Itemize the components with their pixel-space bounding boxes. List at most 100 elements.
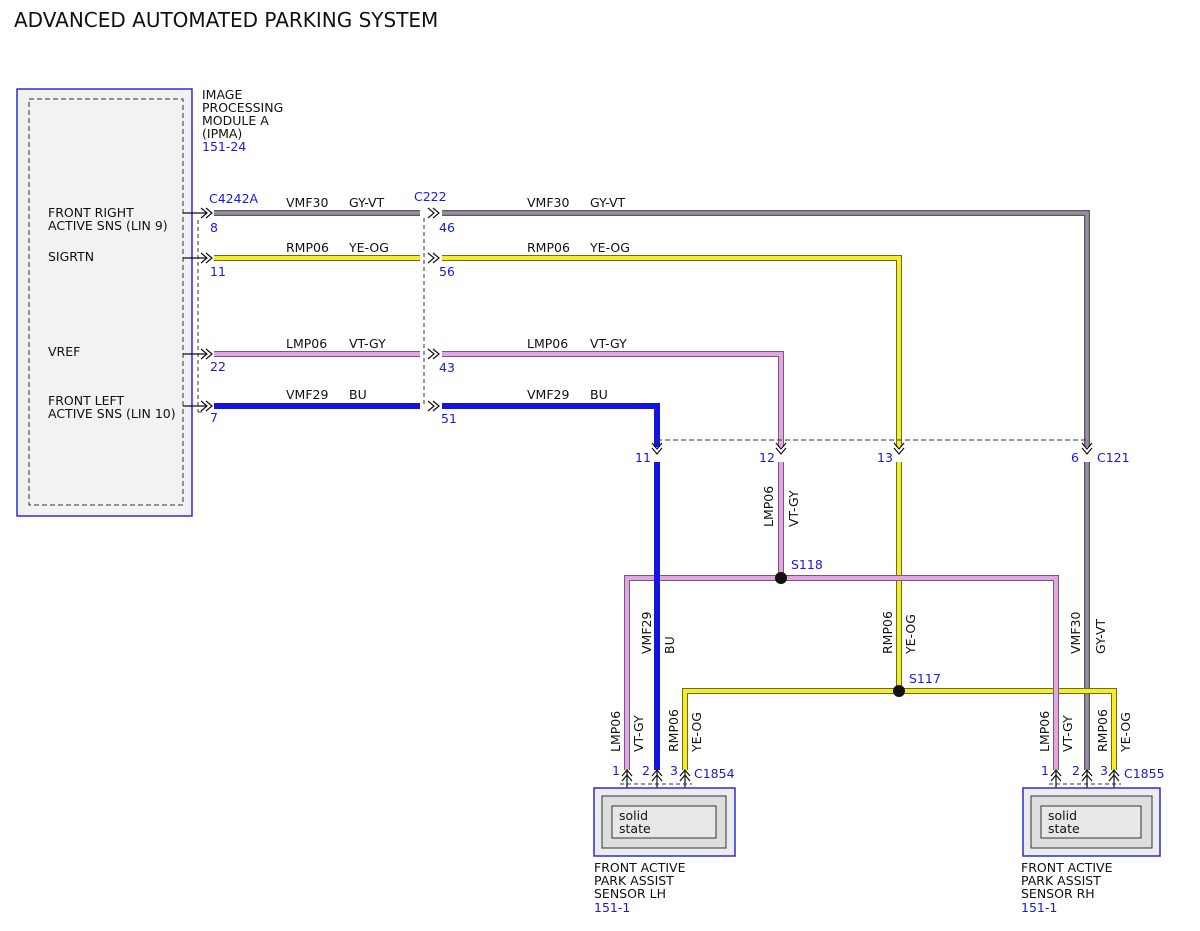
wire-labels-horizontal: VMF30 GY-VT VMF30 GY-VT RMP06 YE-OG RMP0… [286,195,630,402]
vlabel-rh-vt-gy: VT-GY [1060,715,1075,752]
c4242a-pin-22: 22 [210,359,226,374]
sensor-lh-inner-line-2: state [619,821,651,836]
module-name-line-2: PROCESSING [202,100,283,115]
c222-pin-43: 43 [439,360,455,375]
sensor-lh-name-3: SENSOR LH [594,886,666,901]
sensor-rh-name-1: FRONT ACTIVE [1021,860,1113,875]
connector-c121-label: C121 [1097,450,1130,465]
wire-lmp06-vt-gy [214,351,1059,770]
vlabel-rh-lmp06: LMP06 [1037,711,1052,752]
sensor-rh: 1 2 3 C1855 solid state FRONT ACTIVE PAR… [1021,763,1165,915]
sensor-lh-inner-line-1: solid [619,808,648,823]
c121-pin-6: 6 [1071,450,1079,465]
wire-vmf30-gy-vt [214,210,1090,770]
pin-label-vref: VREF [48,344,80,359]
c222-pin-56: 56 [439,264,455,279]
pin-label-front-right-1: FRONT RIGHT [48,205,134,220]
wire-label-vmf29-a: VMF29 [286,387,328,402]
vlabel-vt-gy-upper: VT-GY [786,490,801,527]
splice-s117-dot [893,685,905,697]
vlabel-rh-rmp06: RMP06 [1095,709,1110,752]
sensor-lh-element [611,805,717,839]
pin-label-front-right-2: ACTIVE SNS (LIN 9) [48,218,168,233]
wire-label-vt-gy-a: VT-GY [349,336,386,351]
wire-label-bu-a: BU [349,387,367,402]
module-name-line-3: MODULE A [202,113,269,128]
c1854-pin-1: 1 [612,763,620,778]
c121-pin-11: 11 [635,450,651,465]
vlabel-vmf30: VMF30 [1068,612,1083,654]
connector-c121: 11 12 13 6 C121 [635,439,1130,465]
wire-label-lmp06-a: LMP06 [286,336,327,351]
module-ref[interactable]: 151-24 [202,139,246,154]
wire-label-vt-gy-b: VT-GY [590,336,627,351]
vlabel-ye-og-mid: YE-OG [903,614,918,655]
splice-s118-dot [775,572,787,584]
splices: S118 S117 [775,557,941,697]
module-name-line-4: (IPMA) [202,126,242,141]
c4242a-pin-7: 7 [210,410,218,425]
pin-label-front-left-2: ACTIVE SNS (LIN 10) [48,406,176,421]
c1855-pin-2: 2 [1072,763,1080,778]
wire-labels-vertical: LMP06 VT-GY VMF29 BU RMP06 YE-OG VMF30 G… [608,486,1133,753]
sensor-rh-element [1040,805,1142,839]
wire-label-vmf30-b: VMF30 [527,195,569,210]
sensor-rh-name-2: PARK ASSIST [1021,873,1101,888]
connector-c4242a: C4242A 8 11 22 7 [197,191,259,425]
connector-c4242a-label: C4242A [209,191,259,206]
vlabel-lmp06-upper: LMP06 [761,486,776,527]
connector-c1854-label: C1854 [694,766,735,781]
sensor-rh-inner-line-2: state [1048,821,1080,836]
wire-label-ye-og-a: YE-OG [348,240,389,255]
vlabel-lh-lmp06: LMP06 [608,711,623,752]
sensor-rh-inner-line-1: solid [1048,808,1077,823]
c4242a-pin-8: 8 [210,220,218,235]
vlabel-rh-ye-og: YE-OG [1118,712,1133,753]
diagram-title: ADVANCED AUTOMATED PARKING SYSTEM [14,8,438,32]
wire-label-ye-og-b: YE-OG [589,240,630,255]
sensor-lh-name-2: PARK ASSIST [594,873,674,888]
c4242a-pin-11: 11 [210,264,226,279]
c1855-pin-3: 3 [1100,763,1108,778]
connector-c222-label: C222 [414,189,447,204]
sensor-rh-ref[interactable]: 151-1 [1021,900,1057,915]
c1854-pin-2: 2 [642,763,650,778]
sensor-lh-ref[interactable]: 151-1 [594,900,630,915]
wire-label-vmf29-b: VMF29 [527,387,569,402]
vlabel-bu: BU [662,636,677,654]
wire-label-gy-vt-a: GY-VT [349,195,385,210]
c121-pin-13: 13 [877,450,893,465]
wire-label-rmp06-b: RMP06 [527,240,570,255]
wire-label-lmp06-b: LMP06 [527,336,568,351]
c1854-pin-3: 3 [670,763,678,778]
wire-label-bu-b: BU [590,387,608,402]
module-name-line-1: IMAGE [202,87,242,102]
c1855-pin-1: 1 [1041,763,1049,778]
vlabel-lh-ye-og: YE-OG [689,712,704,753]
wire-vmf29-bu [214,403,660,770]
c222-pin-51: 51 [441,411,457,426]
ipma-module: IMAGE PROCESSING MODULE A (IPMA) 151-24 … [16,87,283,517]
pin-label-sigrtn: SIGRTN [48,249,94,264]
vlabel-vmf29: VMF29 [639,612,654,654]
connector-c1855-label: C1855 [1124,766,1165,781]
c121-pin-12: 12 [759,450,775,465]
wire-label-rmp06-a: RMP06 [286,240,329,255]
wire-rmp06-ye-og [214,255,1117,770]
module-leads [183,207,213,412]
sensor-lh-name-1: FRONT ACTIVE [594,860,686,875]
wire-label-vmf30-a: VMF30 [286,195,328,210]
module-inner-dashed-box [28,98,184,506]
vlabel-gy-vt: GY-VT [1093,618,1108,654]
splice-s117-label: S117 [909,671,941,686]
connector-c222: C222 46 56 43 51 [414,189,457,426]
pin-label-front-left-1: FRONT LEFT [48,393,125,408]
vlabel-rmp06-mid: RMP06 [880,611,895,654]
vlabel-lh-vt-gy: VT-GY [631,715,646,752]
vlabel-lh-rmp06: RMP06 [666,709,681,752]
wire-label-gy-vt-b: GY-VT [590,195,626,210]
sensor-lh: 1 2 3 C1854 solid state FRONT ACTIVE PAR… [593,763,736,915]
splice-s118-label: S118 [791,557,823,572]
c222-pin-46: 46 [439,220,455,235]
